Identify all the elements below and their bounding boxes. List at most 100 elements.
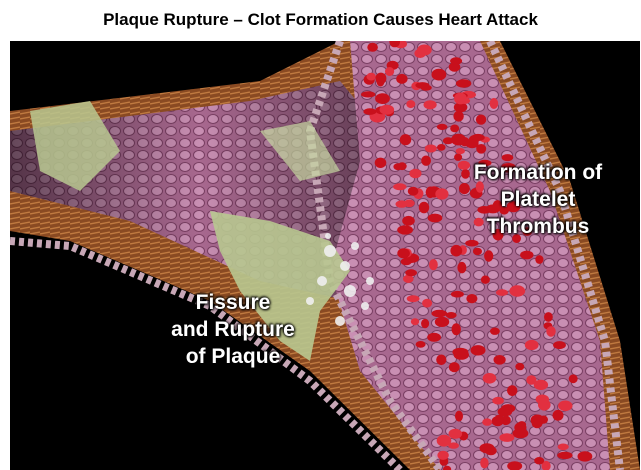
red-blood-cell — [361, 91, 375, 97]
label-line: of Plaque — [148, 343, 318, 370]
red-blood-cell — [427, 333, 441, 342]
red-blood-cell — [397, 248, 410, 258]
red-blood-cell — [401, 258, 412, 265]
red-blood-cell — [450, 125, 459, 133]
red-blood-cell — [535, 255, 543, 264]
red-blood-cell — [376, 76, 384, 86]
red-blood-cell — [437, 451, 448, 460]
red-blood-cell — [531, 415, 545, 426]
red-blood-cell — [407, 295, 420, 302]
label-fissure-rupture: Fissure and Rupture of Plaque — [148, 289, 318, 370]
red-blood-cell — [499, 433, 514, 442]
red-blood-cell — [509, 285, 525, 296]
label-line: Thrombus — [442, 213, 634, 240]
red-blood-cell — [536, 395, 549, 405]
red-blood-cell — [425, 145, 437, 153]
red-blood-cell — [455, 411, 463, 422]
red-blood-cell — [375, 158, 387, 168]
red-blood-cell — [429, 259, 438, 270]
red-blood-cell — [449, 429, 463, 439]
red-blood-cell — [367, 43, 378, 52]
red-blood-cell — [436, 355, 446, 366]
figure-title: Plaque Rupture – Clot Formation Causes H… — [0, 0, 641, 40]
red-blood-cell — [466, 140, 479, 148]
red-blood-cell — [435, 317, 449, 327]
red-blood-cell — [520, 251, 533, 260]
red-blood-cell — [452, 348, 468, 357]
red-blood-cell — [546, 326, 555, 337]
red-blood-cell — [514, 422, 526, 433]
red-blood-cell — [367, 73, 376, 81]
red-blood-cell — [480, 443, 495, 453]
red-blood-cell — [534, 457, 544, 464]
red-blood-cell — [507, 385, 517, 396]
red-blood-cell — [414, 49, 426, 58]
label-line: Formation of — [442, 159, 634, 186]
red-blood-cell — [456, 79, 471, 87]
red-blood-cell — [525, 340, 539, 350]
red-blood-cell — [402, 216, 415, 226]
red-blood-cell — [471, 345, 486, 355]
red-blood-cell — [481, 276, 490, 284]
red-blood-cell — [406, 100, 415, 108]
red-blood-cell — [404, 200, 415, 208]
red-blood-cell — [375, 93, 390, 104]
red-blood-cell — [416, 341, 426, 348]
red-blood-cell — [450, 57, 462, 64]
red-blood-cell — [483, 373, 497, 384]
red-blood-cell — [558, 401, 572, 412]
red-blood-cell — [490, 98, 499, 109]
red-blood-cell — [400, 134, 411, 145]
red-blood-cell — [498, 407, 513, 416]
red-blood-cell — [363, 108, 376, 115]
label-line: Platelet — [442, 186, 634, 213]
red-blood-cell — [421, 156, 431, 166]
artery-drawing — [10, 41, 640, 470]
red-blood-cell — [492, 397, 504, 405]
red-blood-cell — [558, 444, 569, 451]
red-blood-cell — [409, 169, 421, 178]
red-blood-cell — [490, 328, 500, 335]
red-blood-cell — [553, 410, 564, 421]
red-blood-cell — [415, 82, 429, 88]
red-blood-cell — [473, 248, 482, 255]
red-blood-cell — [437, 435, 452, 447]
label-line: and Rupture — [148, 316, 318, 343]
red-blood-cell — [457, 262, 466, 273]
label-line: Fissure — [148, 289, 318, 316]
red-blood-cell — [557, 452, 572, 459]
red-blood-cell — [424, 100, 437, 109]
red-blood-cell — [437, 144, 446, 151]
red-blood-cell — [480, 458, 488, 469]
red-blood-cell — [421, 319, 429, 328]
red-blood-cell — [431, 310, 447, 317]
red-blood-cell — [393, 183, 406, 190]
red-blood-cell — [380, 105, 395, 115]
artery-illustration: Formation of Platelet Thrombus Fissure a… — [10, 41, 640, 470]
red-blood-cell — [385, 67, 394, 76]
red-blood-cell — [452, 323, 461, 335]
red-blood-cell — [408, 187, 419, 196]
red-blood-cell — [398, 162, 407, 170]
red-blood-cell — [453, 111, 463, 122]
red-blood-cell — [411, 318, 419, 325]
red-blood-cell — [484, 250, 493, 261]
red-blood-cell — [450, 245, 462, 257]
red-blood-cell — [569, 374, 578, 383]
red-blood-cell — [466, 294, 477, 303]
red-blood-cell — [432, 69, 447, 81]
red-blood-cell — [449, 362, 460, 372]
red-blood-cell — [482, 418, 492, 425]
red-blood-cell — [405, 269, 417, 276]
label-platelet-thrombus: Formation of Platelet Thrombus — [442, 159, 634, 240]
red-blood-cell — [544, 312, 553, 322]
red-blood-cell — [422, 299, 432, 308]
red-blood-cell — [496, 289, 508, 296]
red-blood-cell — [456, 148, 465, 154]
red-blood-cell — [428, 214, 443, 223]
red-blood-cell — [451, 291, 464, 298]
red-blood-cell — [437, 124, 448, 130]
red-blood-cell — [534, 380, 548, 390]
red-blood-cell — [553, 341, 566, 349]
red-blood-cell — [465, 240, 478, 247]
